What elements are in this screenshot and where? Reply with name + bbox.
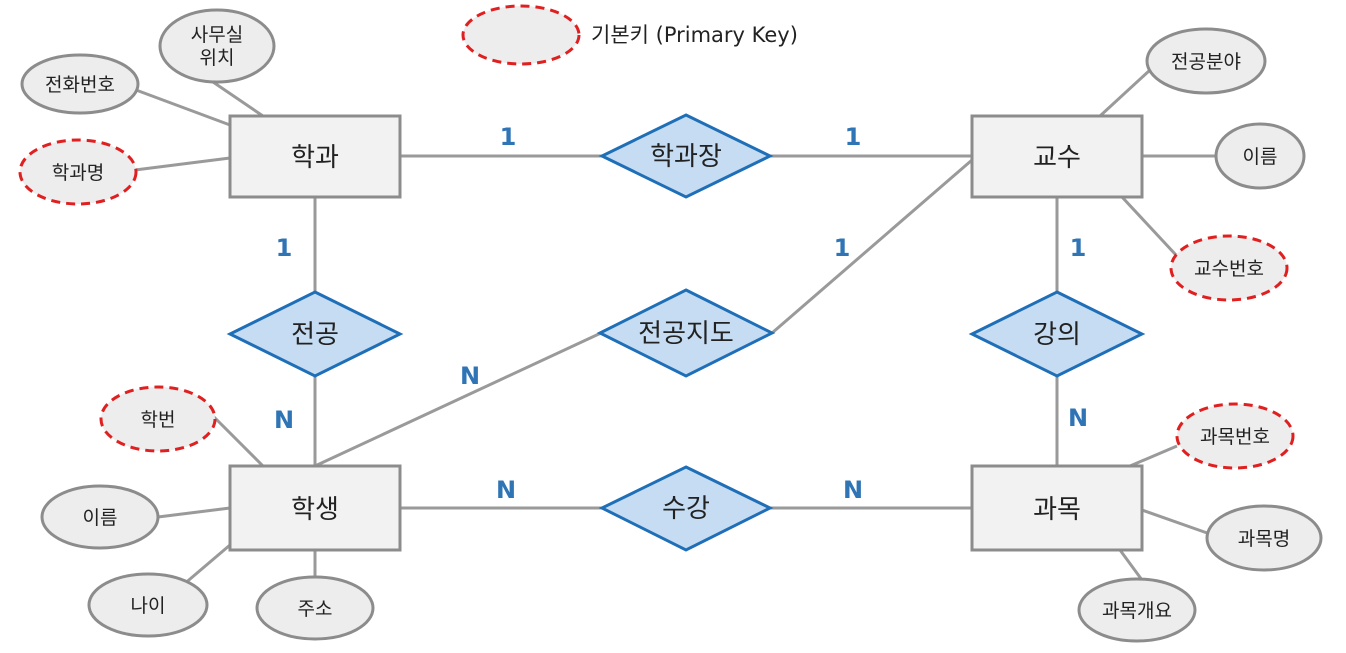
cardinality-advising-prof: 1 xyxy=(834,234,851,262)
attr-student-address: 주소 xyxy=(255,575,375,641)
cardinality-student-advising: N xyxy=(460,362,480,390)
attr-course-summary: 과목개요 xyxy=(1077,577,1197,643)
cardinality-lecture-course: N xyxy=(1068,404,1088,432)
line-course-summary xyxy=(1118,549,1144,581)
cardinality-prof-lecture: 1 xyxy=(1070,234,1087,262)
line-course-name xyxy=(1141,508,1211,536)
relationship-major-label: 전공 xyxy=(291,320,339,350)
connector-lines xyxy=(134,68,1216,587)
cardinality-enroll-course: N xyxy=(843,476,863,504)
relationship-enrollment-label: 수강 xyxy=(662,494,710,524)
attr-dept-phone: 전화번호 xyxy=(20,53,140,115)
attr-student-name-label: 이름 xyxy=(83,507,118,529)
line-prof-field xyxy=(1098,68,1152,118)
legend-label: 기본키 (Primary Key) xyxy=(591,23,798,47)
relationship-advising-label: 전공지도 xyxy=(638,319,734,349)
line-advising-prof xyxy=(771,158,973,335)
attr-student-address-label: 주소 xyxy=(298,598,333,620)
attr-dept-office-label-line1: 사무실 xyxy=(191,24,243,46)
attr-prof-id-label: 교수번호 xyxy=(1194,258,1264,280)
line-dept-office xyxy=(212,80,264,118)
line-student-advising xyxy=(314,331,602,468)
attr-prof-name: 이름 xyxy=(1214,122,1306,190)
relationship-major: 전공 xyxy=(226,290,404,378)
entity-student-label: 학생 xyxy=(291,495,339,525)
line-dept-phone xyxy=(135,88,231,127)
cardinality-major-student: N xyxy=(274,406,294,434)
attr-student-age: 나이 xyxy=(87,572,209,638)
legend: 기본키 (Primary Key) xyxy=(461,4,798,66)
line-student-name xyxy=(157,506,231,519)
attr-student-age-label: 나이 xyxy=(131,595,166,617)
attr-prof-name-label: 이름 xyxy=(1243,146,1278,168)
attr-student-id-label: 학번 xyxy=(141,409,176,431)
attr-course-name: 과목명 xyxy=(1205,504,1323,572)
relationship-advising: 전공지도 xyxy=(596,288,776,378)
line-prof-id xyxy=(1120,195,1178,257)
line-dept-name xyxy=(134,156,231,172)
attr-dept-phone-label: 전화번호 xyxy=(45,74,115,96)
attr-course-id-pk: 과목번호 xyxy=(1175,402,1295,470)
attr-course-summary-label: 과목개요 xyxy=(1102,600,1172,622)
entity-course: 과목 xyxy=(970,464,1144,552)
relationship-head-label: 학과장 xyxy=(650,142,722,172)
cardinality-dept-major: 1 xyxy=(276,234,293,262)
attr-dept-office: 사무실 위치 xyxy=(158,8,276,84)
cardinality-head-prof: 1 xyxy=(845,123,862,151)
line-student-id xyxy=(208,411,265,468)
attr-student-id-pk: 학번 xyxy=(99,385,217,453)
relationship-lecture: 강의 xyxy=(968,290,1146,378)
relationship-head: 학과장 xyxy=(598,113,774,199)
attr-course-name-label: 과목명 xyxy=(1238,528,1290,550)
entity-department-label: 학과 xyxy=(291,143,339,173)
cardinality-student-enroll: N xyxy=(496,476,516,504)
entity-professor-label: 교수 xyxy=(1033,143,1081,173)
cardinality-dept-head: 1 xyxy=(500,123,517,151)
entity-professor: 교수 xyxy=(970,114,1144,199)
attr-prof-field-label: 전공분야 xyxy=(1171,51,1241,73)
line-course-id xyxy=(1129,444,1178,468)
attr-prof-field: 전공분야 xyxy=(1145,27,1267,95)
attr-dept-name-pk: 학과명 xyxy=(18,138,138,206)
attr-dept-office-label-line2: 위치 xyxy=(200,47,235,69)
attr-dept-name-label: 학과명 xyxy=(52,162,104,184)
entity-department: 학과 xyxy=(228,114,402,199)
relationship-enrollment: 수강 xyxy=(598,465,774,552)
entity-course-label: 과목 xyxy=(1033,495,1081,525)
line-student-age xyxy=(182,543,231,587)
relationship-lecture-label: 강의 xyxy=(1033,320,1081,350)
legend-pk-swatch xyxy=(461,4,581,66)
attr-course-id-label: 과목번호 xyxy=(1200,426,1270,448)
entity-student: 학생 xyxy=(228,464,402,552)
cardinality-labels: 1 1 1 N N 1 1 N N N xyxy=(274,123,1088,504)
attr-student-name: 이름 xyxy=(40,484,160,550)
attr-prof-id-pk: 교수번호 xyxy=(1169,234,1289,302)
